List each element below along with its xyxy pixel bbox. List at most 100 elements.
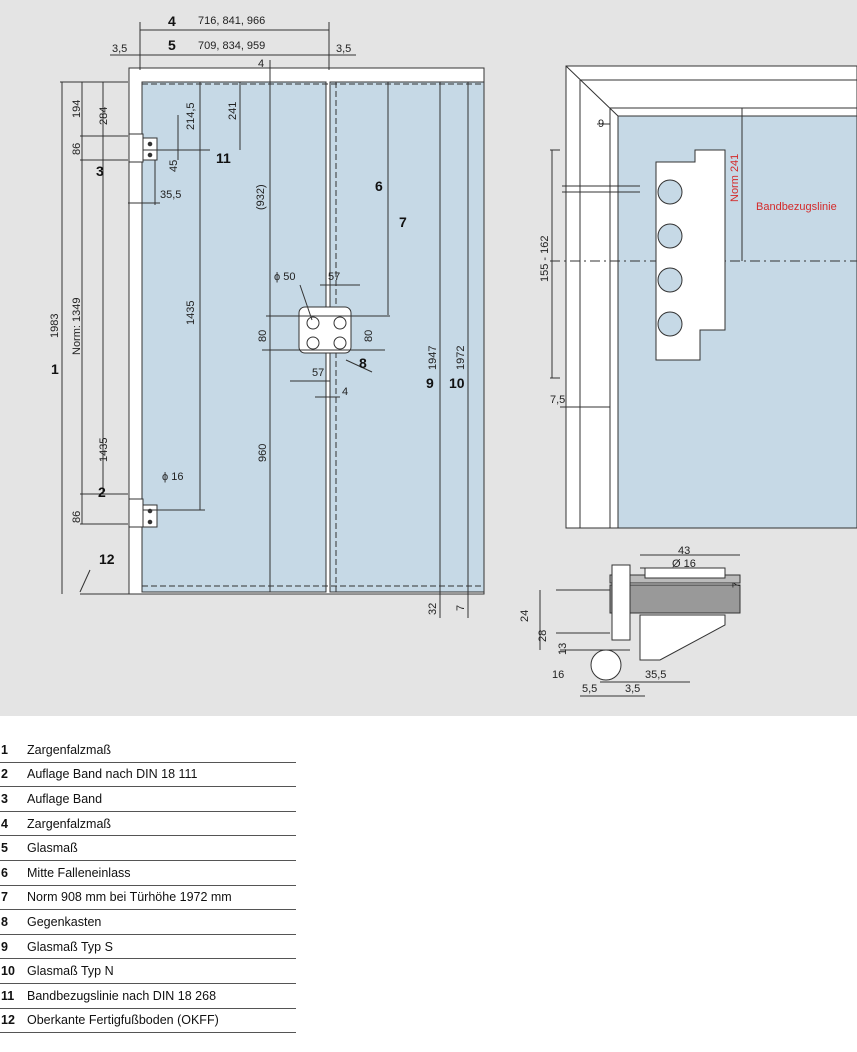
dim-1435-left: 1435 — [98, 438, 110, 462]
dim-932: (932) — [255, 184, 267, 210]
hinge-section — [539, 554, 741, 697]
legend-row: 12 Oberkante Fertigfußboden (OKFF) — [0, 1009, 296, 1034]
legend-row: 5 Glasmaß — [0, 836, 296, 861]
legend-text: Oberkante Fertigfußboden (OKFF) — [27, 1013, 219, 1028]
dim-1435-inner: 1435 — [185, 301, 197, 325]
legend-number: 3 — [1, 791, 8, 806]
dim-35-5-section: 35,5 — [645, 669, 666, 681]
callout-numbers: 1 2 3 4 5 6 7 8 9 10 11 12 — [51, 13, 465, 567]
dim-57-top: 57 — [328, 271, 340, 283]
legend-text: Zargenfalzmaß — [27, 816, 112, 831]
legend-row: 11 Bandbezugslinie nach DIN 18 268 — [0, 984, 296, 1009]
legend-row: 2 Auflage Band nach DIN 18 111 — [0, 763, 296, 788]
callout-2: 2 — [98, 484, 106, 500]
legend-text: Glasmaß — [27, 841, 78, 856]
dim-32: 32 — [427, 603, 439, 615]
callout-11: 11 — [216, 150, 231, 166]
dim-1983: 1983 — [49, 314, 61, 338]
legend-row: 1 Zargenfalzmaß — [0, 738, 296, 763]
dim-214-5: 214,5 — [185, 102, 197, 130]
legend-number: 2 — [1, 767, 8, 782]
legend-row: 4 Zargenfalzmaß — [0, 812, 296, 837]
legend-number: 11 — [1, 988, 15, 1003]
legend-number: 6 — [1, 865, 8, 880]
legend-row: 7 Norm 908 mm bei Türhöhe 1972 mm — [0, 886, 296, 911]
dim-norm-241: Norm 241 — [729, 154, 741, 202]
dim-45: 45 — [168, 160, 180, 172]
legend-text: Auflage Band — [27, 791, 103, 806]
dim-1972: 1972 — [455, 346, 467, 370]
legend-text: Norm 908 mm bei Türhöhe 1972 mm — [27, 890, 232, 905]
legend-row: 3 Auflage Band — [0, 787, 296, 812]
dim-709-834-959: 709, 834, 959 — [198, 40, 265, 52]
dimension-labels: 716, 841, 966 709, 834, 959 3,5 3,5 4 19… — [49, 15, 837, 695]
dim-716-841-966: 716, 841, 966 — [198, 15, 265, 27]
dim-5-5: 5,5 — [582, 683, 597, 695]
dim-241: 241 — [227, 102, 239, 120]
dim-3-5-left: 3,5 — [112, 43, 127, 55]
door-elevation — [60, 22, 485, 618]
dim-13: 13 — [557, 643, 569, 655]
dim-phi-16: ϕ 16 — [162, 471, 183, 483]
legend-text: Glasmaß Typ S — [27, 939, 113, 954]
callout-4: 4 — [168, 13, 176, 29]
dim-1947: 1947 — [427, 346, 439, 370]
legend-row: 6 Mitte Falleneinlass — [0, 861, 296, 886]
legend-number: 7 — [1, 890, 8, 905]
dim-86-bottom: 86 — [71, 511, 83, 523]
dim-155-162: 155 - 162 — [539, 236, 551, 282]
dim-phi-16-section: Ø 16 — [672, 558, 696, 570]
dim-960: 960 — [257, 444, 269, 462]
callout-1: 1 — [51, 361, 59, 377]
legend-number: 10 — [1, 964, 15, 979]
callout-3: 3 — [96, 163, 104, 179]
dim-norm-1349: Norm: 1349 — [71, 298, 83, 355]
legend-number: 8 — [1, 914, 8, 929]
dim-80-left: 80 — [257, 330, 269, 342]
callout-8: 8 — [359, 355, 367, 371]
dim-16: 16 — [552, 669, 564, 681]
dim-7-5: 7,5 — [550, 394, 565, 406]
legend-text: Mitte Falleneinlass — [27, 865, 131, 880]
legend-text: Zargenfalzmaß — [27, 742, 112, 757]
legend-number: 1 — [1, 742, 8, 757]
dim-24: 24 — [519, 610, 531, 622]
dim-57-bottom: 57 — [312, 367, 324, 379]
legend-number: 4 — [1, 816, 8, 831]
dim-4-top: 4 — [258, 58, 264, 70]
legend-row: 9 Glasmaß Typ S — [0, 935, 296, 960]
dim-9: 9 — [598, 118, 604, 130]
dim-28: 28 — [537, 630, 549, 642]
label-bandbezugslinie: Bandbezugslinie — [756, 201, 837, 213]
legend-text: Glasmaß Typ N — [27, 964, 114, 979]
callout-12: 12 — [99, 551, 115, 567]
legend-text: Bandbezugslinie nach DIN 18 268 — [27, 988, 217, 1003]
legend-row: 10 Glasmaß Typ N — [0, 959, 296, 984]
dim-3-5-section: 3,5 — [625, 683, 640, 695]
legend-text: Gegenkasten — [27, 914, 102, 929]
callout-9: 9 — [426, 375, 434, 391]
legend-number: 9 — [1, 939, 8, 954]
dim-86-top: 86 — [71, 143, 83, 155]
dim-35-5: 35,5 — [160, 189, 181, 201]
dim-4-lock: 4 — [342, 386, 348, 398]
dim-194: 194 — [71, 100, 83, 118]
corner-detail — [550, 65, 857, 529]
legend-row: 8 Gegenkasten — [0, 910, 296, 935]
legend-number: 12 — [1, 1013, 15, 1028]
dim-3-5-right: 3,5 — [336, 43, 351, 55]
dim-284: 284 — [98, 107, 110, 125]
legend-number: 5 — [1, 841, 8, 856]
dim-80-right: 80 — [363, 330, 375, 342]
technical-drawing: 716, 841, 966 709, 834, 959 3,5 3,5 4 19… — [0, 0, 857, 716]
dim-phi-50: ϕ 50 — [274, 271, 295, 283]
dim-7-bottom: 7 — [455, 605, 467, 611]
callout-7: 7 — [399, 214, 407, 230]
legend-text: Auflage Band nach DIN 18 111 — [27, 767, 198, 782]
dim-43: 43 — [678, 545, 690, 557]
callout-10: 10 — [449, 375, 465, 391]
callout-5: 5 — [168, 37, 176, 53]
dim-7-section: 7 — [731, 582, 743, 588]
callout-6: 6 — [375, 178, 383, 194]
